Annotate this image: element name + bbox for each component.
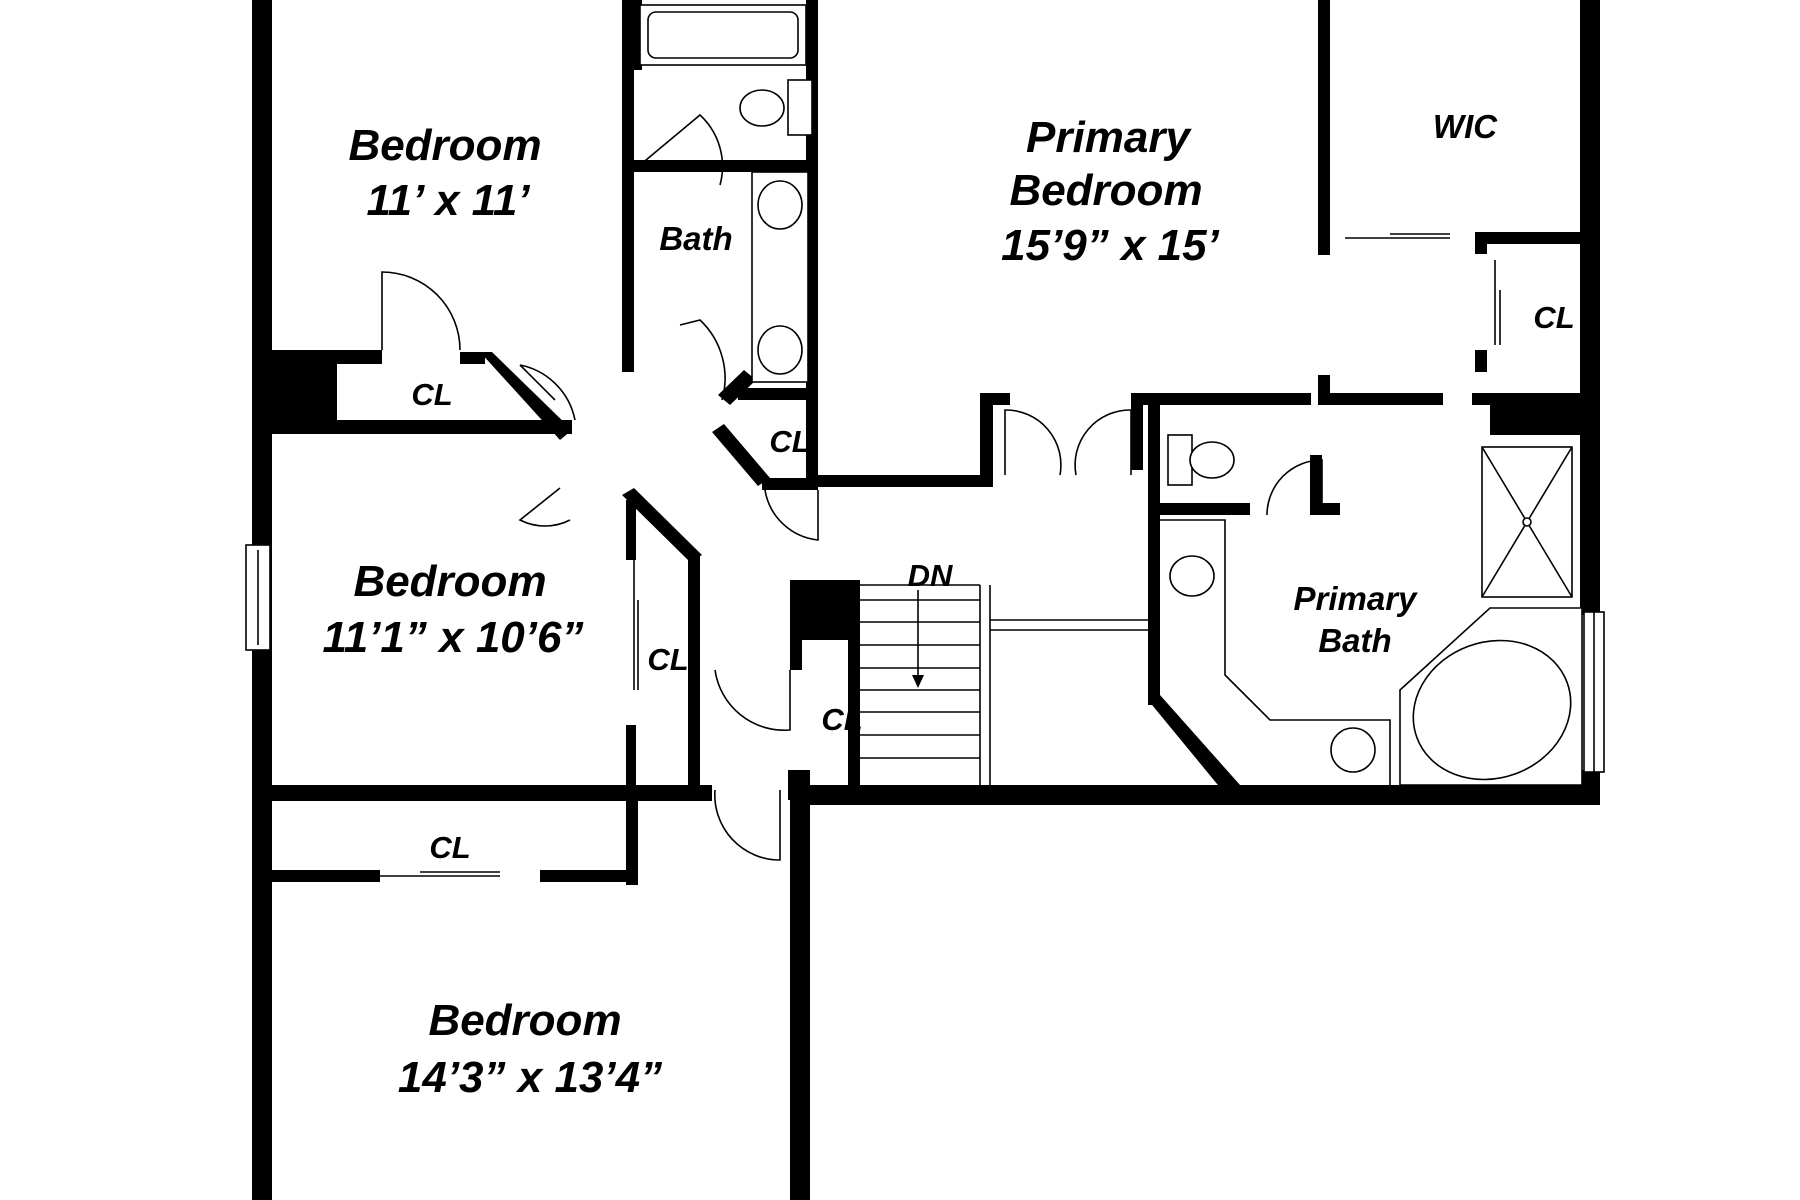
room-name: WIC bbox=[1433, 108, 1498, 145]
closet-label: CL bbox=[1533, 300, 1574, 335]
fixtures bbox=[639, 4, 1583, 786]
closet-label: CL bbox=[647, 642, 688, 677]
room-size: 11’ x 11’ bbox=[366, 176, 530, 225]
exterior-walls bbox=[245, 0, 1605, 1200]
room-name: Bedroom bbox=[348, 121, 541, 170]
staircase bbox=[860, 584, 1160, 785]
room-name: Bath bbox=[659, 220, 732, 257]
room-name-line1: Primary bbox=[1026, 113, 1192, 162]
doors bbox=[380, 113, 1501, 877]
room-name-line2: Bath bbox=[1318, 622, 1391, 659]
closet-label: CL bbox=[429, 830, 470, 865]
room-name: Bedroom bbox=[428, 996, 621, 1045]
closet-label: CL bbox=[411, 377, 452, 412]
room-name-line2: Bedroom bbox=[1009, 166, 1202, 215]
room-name: Bedroom bbox=[353, 557, 546, 606]
stairs-label: DN bbox=[908, 558, 953, 593]
closet-label: CL bbox=[769, 424, 810, 459]
room-name-line1: Primary bbox=[1294, 580, 1419, 617]
room-labels: Bedroom 11’ x 11’ Bedroom 11’1” x 10’6” … bbox=[323, 108, 1575, 1102]
room-size: 15’9” x 15’ bbox=[1001, 221, 1219, 270]
room-size: 11’1” x 10’6” bbox=[323, 613, 584, 662]
toilet-tank bbox=[787, 79, 813, 136]
room-size: 14’3” x 13’4” bbox=[398, 1053, 662, 1102]
toilet bbox=[739, 89, 785, 127]
closet-label: CL bbox=[821, 702, 862, 737]
door-swing bbox=[381, 271, 461, 351]
interior-walls bbox=[272, 0, 1580, 885]
